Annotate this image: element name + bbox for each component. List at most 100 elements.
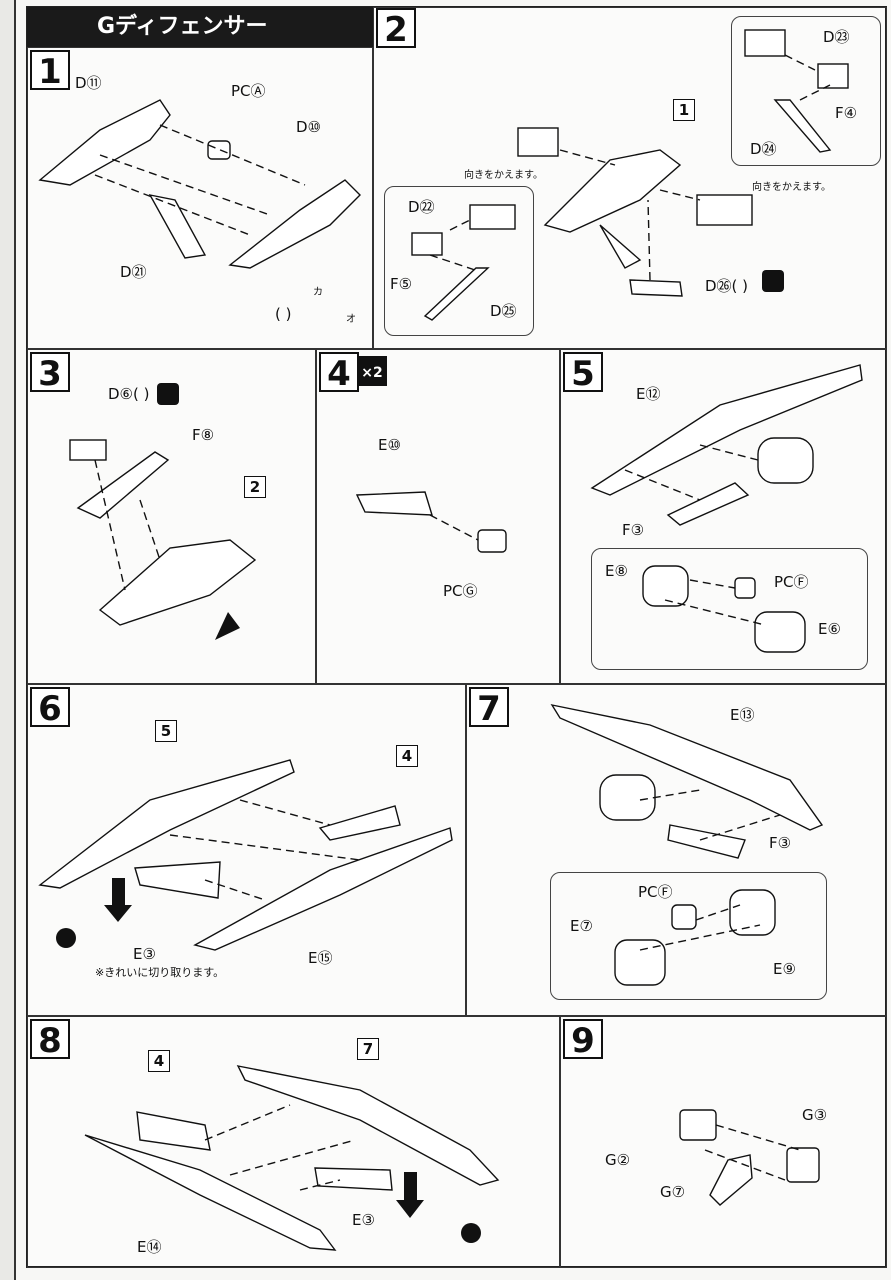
part-pcf-b bbox=[671, 904, 697, 930]
label-e10: E⑩ bbox=[378, 436, 401, 454]
part-f8 bbox=[76, 451, 170, 519]
step-number-1: 1 bbox=[30, 50, 70, 92]
ref-step-5: 5 bbox=[155, 720, 177, 742]
part-f5 bbox=[411, 232, 443, 256]
part-g2 bbox=[679, 1109, 717, 1141]
panel-step-6 bbox=[27, 684, 466, 1016]
label-e3: E③ bbox=[133, 945, 156, 963]
label-pcg: PCⒼ bbox=[443, 582, 478, 600]
ref-step-7: 7 bbox=[357, 1038, 379, 1060]
part-d21 bbox=[148, 194, 207, 259]
part-d11 bbox=[38, 99, 171, 186]
label-d22: D㉒ bbox=[408, 198, 435, 216]
note-cut-cleanly: ※きれいに切り取ります。 bbox=[95, 966, 225, 979]
ref-step-2: 2 bbox=[244, 476, 266, 498]
part-d22-d25 bbox=[696, 194, 753, 226]
label-e9: E⑨ bbox=[773, 960, 796, 978]
panel-step-4 bbox=[316, 349, 560, 684]
part-step4-assembly bbox=[318, 805, 401, 841]
step-number-2: 2 bbox=[376, 8, 416, 50]
part-e14 bbox=[84, 1134, 337, 1251]
step-number-5: 5 bbox=[563, 352, 603, 394]
panel-step-3 bbox=[27, 349, 316, 684]
ref-step-4-b: 4 bbox=[148, 1050, 170, 1072]
label-d6: D⑥( ) bbox=[108, 385, 150, 403]
part-e7 bbox=[614, 939, 666, 986]
label-ka: カ bbox=[313, 287, 323, 298]
ref-step-1: 1 bbox=[673, 99, 695, 121]
part-step2-assembly bbox=[98, 539, 257, 626]
note-muki-right: 向きをかえます。 bbox=[752, 182, 831, 193]
part-d23-d24 bbox=[517, 127, 559, 157]
label-g7: G⑦ bbox=[660, 1183, 686, 1201]
label-d26: D㉖( ) bbox=[705, 277, 749, 295]
label-d21: D㉑ bbox=[120, 263, 147, 281]
part-d23 bbox=[744, 29, 786, 57]
inset-step-2-right bbox=[731, 16, 881, 166]
part-g7 bbox=[709, 1154, 753, 1206]
part-e3-b bbox=[314, 1167, 393, 1191]
part-pca bbox=[207, 140, 231, 160]
part-d6 bbox=[69, 439, 107, 461]
label-d11: D⑪ bbox=[75, 74, 102, 92]
part-f4 bbox=[817, 63, 849, 89]
label-e14: E⑭ bbox=[137, 1238, 162, 1256]
note-muki-left: 向きをかえます。 bbox=[464, 170, 543, 181]
panel-step-1 bbox=[27, 47, 373, 349]
label-d10: D⑩ bbox=[296, 118, 321, 136]
step-number-8: 8 bbox=[30, 1019, 70, 1061]
step-number-6: 6 bbox=[30, 687, 70, 729]
label-e12: E⑫ bbox=[636, 385, 661, 403]
part-step7-assembly bbox=[236, 1065, 500, 1186]
part-e10 bbox=[355, 491, 433, 516]
label-e7: E⑦ bbox=[570, 917, 593, 935]
caution-icon bbox=[762, 270, 784, 292]
label-d25: D㉕ bbox=[490, 302, 517, 320]
label-d23: D㉓ bbox=[823, 28, 850, 46]
inset-step-7 bbox=[550, 872, 827, 1000]
label-d24: D㉔ bbox=[750, 140, 777, 158]
label-o: オ bbox=[346, 314, 356, 325]
panel-step-5 bbox=[560, 349, 887, 684]
panel-step-2 bbox=[373, 7, 887, 349]
label-paren: ( ) bbox=[275, 305, 292, 323]
label-f3: F③ bbox=[622, 521, 645, 539]
part-e9 bbox=[729, 889, 776, 936]
part-e6 bbox=[754, 611, 806, 653]
label-e3-b: E③ bbox=[352, 1211, 375, 1229]
arrow-down-icon bbox=[104, 878, 132, 922]
label-pcf-b: PCⒻ bbox=[638, 883, 673, 901]
panel-step-7 bbox=[466, 684, 887, 1016]
label-g3: G③ bbox=[802, 1106, 828, 1124]
inset-step-5 bbox=[591, 548, 868, 670]
part-d24 bbox=[773, 99, 832, 153]
part-g3 bbox=[786, 1147, 820, 1183]
part-e13 bbox=[550, 703, 824, 831]
panel-step-9 bbox=[560, 1016, 887, 1268]
label-f3-b: F③ bbox=[769, 834, 792, 852]
label-pcf: PCⒻ bbox=[774, 573, 809, 591]
part-e6-top bbox=[757, 437, 814, 484]
part-f3 bbox=[666, 482, 750, 526]
part-e12 bbox=[590, 364, 863, 496]
step-4-multiplier-badge: ×2 bbox=[357, 356, 387, 386]
label-e6: E⑥ bbox=[818, 620, 841, 638]
part-e8 bbox=[642, 565, 689, 607]
page-spine bbox=[0, 0, 16, 1280]
label-f4: F④ bbox=[835, 104, 858, 122]
part-d26 bbox=[629, 279, 683, 297]
part-d10 bbox=[228, 179, 361, 269]
part-d22 bbox=[469, 204, 516, 230]
step-number-9: 9 bbox=[563, 1019, 603, 1061]
label-e15: E⑮ bbox=[308, 949, 333, 967]
step-number-7: 7 bbox=[469, 687, 509, 729]
part-e3 bbox=[134, 861, 221, 899]
label-pca: PCⒶ bbox=[231, 82, 266, 100]
part-d25 bbox=[423, 267, 490, 321]
step-number-3: 3 bbox=[30, 352, 70, 394]
part-e15 bbox=[193, 827, 453, 951]
label-g2: G② bbox=[605, 1151, 631, 1169]
label-e8: E⑧ bbox=[605, 562, 628, 580]
label-f8: F⑧ bbox=[192, 426, 215, 444]
